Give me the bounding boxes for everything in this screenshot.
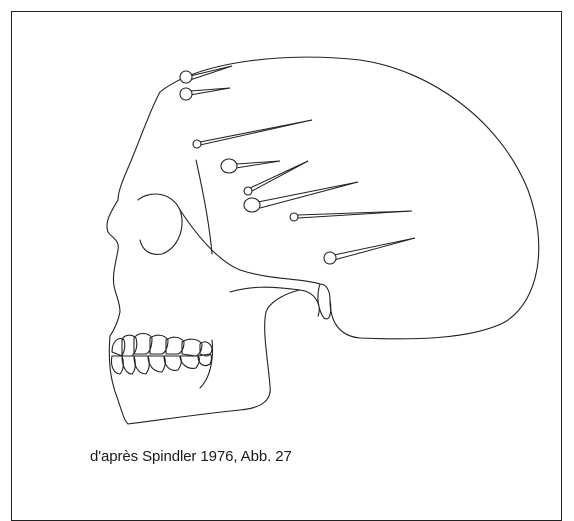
pin-head — [180, 71, 192, 83]
pins — [180, 66, 415, 264]
skull-illustration — [0, 0, 574, 508]
pin-head — [193, 140, 201, 148]
pin-head — [221, 159, 237, 173]
mastoid-process — [318, 284, 331, 319]
pin-3 — [193, 120, 312, 148]
mandible-outline — [109, 290, 300, 424]
upper-teeth — [112, 334, 212, 357]
pin-7 — [290, 211, 412, 221]
figure-caption: d'après Spindler 1976, Abb. 27 — [90, 448, 292, 465]
face-front-outline — [107, 200, 120, 336]
zygomatic-outline — [180, 210, 320, 284]
pin-4 — [221, 159, 280, 173]
lower-teeth — [111, 354, 211, 374]
pin-head — [244, 187, 252, 195]
pin-1 — [180, 66, 232, 83]
pin-head — [290, 213, 298, 221]
pin-5 — [244, 161, 308, 195]
pin-head — [324, 252, 336, 264]
temporal-line — [196, 160, 212, 254]
pin-head — [180, 88, 192, 100]
cranium-outline — [160, 57, 539, 339]
pin-2 — [180, 88, 230, 100]
forehead-outline — [118, 92, 160, 200]
pin-head — [244, 198, 260, 212]
pin-8 — [324, 238, 415, 264]
orbit-outline — [138, 194, 182, 254]
